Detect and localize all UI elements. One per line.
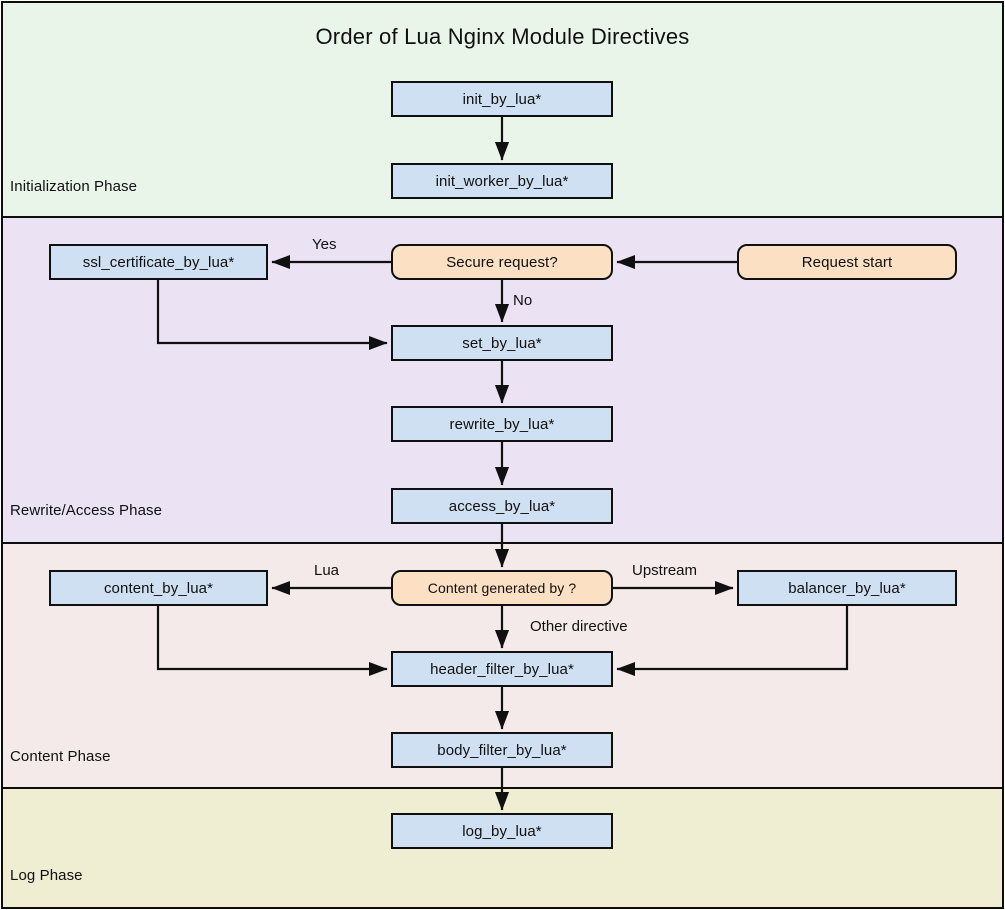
node-header_filter_by_lua[interactable]: header_filter_by_lua* (391, 651, 613, 687)
node-secure_request[interactable]: Secure request? (391, 244, 613, 280)
node-request_start[interactable]: Request start (737, 244, 957, 280)
node-content_generated_by[interactable]: Content generated by ? (391, 570, 613, 606)
node-access_by_lua[interactable]: access_by_lua* (391, 488, 613, 524)
node-rewrite_by_lua[interactable]: rewrite_by_lua* (391, 406, 613, 442)
node-label-secure_request: Secure request? (446, 253, 558, 271)
node-label-set_by_lua: set_by_lua* (462, 334, 542, 352)
node-label-init_by_lua: init_by_lua* (462, 90, 542, 108)
edge-label-label-no: No (513, 292, 533, 309)
node-ssl_certificate_by_lua[interactable]: ssl_certificate_by_lua* (49, 244, 268, 280)
node-init_worker_by_lua[interactable]: init_worker_by_lua* (391, 163, 613, 199)
phase-label-log: Log Phase (10, 867, 83, 884)
edge-label-label-lua: Lua (314, 562, 340, 579)
node-label-rewrite_by_lua: rewrite_by_lua* (449, 415, 555, 433)
node-label-content_by_lua: content_by_lua* (103, 579, 214, 597)
edge-label-label-other-directive: Other directive (530, 618, 628, 635)
node-label-init_worker_by_lua: init_worker_by_lua* (435, 172, 569, 190)
node-label-content_generated_by: Content generated by ? (427, 580, 577, 596)
node-set_by_lua[interactable]: set_by_lua* (391, 325, 613, 361)
edge-label-label-upstream: Upstream (632, 562, 698, 579)
node-label-body_filter_by_lua: body_filter_by_lua* (437, 741, 567, 759)
node-log_by_lua[interactable]: log_by_lua* (391, 813, 613, 849)
node-label-access_by_lua: access_by_lua* (448, 497, 556, 515)
node-label-ssl_certificate_by_lua: ssl_certificate_by_lua* (82, 253, 235, 271)
node-content_by_lua[interactable]: content_by_lua* (49, 570, 268, 606)
node-label-header_filter_by_lua: header_filter_by_lua* (430, 660, 574, 678)
node-label-balancer_by_lua: balancer_by_lua* (788, 579, 906, 597)
node-label-log_by_lua: log_by_lua* (462, 822, 542, 840)
node-body_filter_by_lua[interactable]: body_filter_by_lua* (391, 732, 613, 768)
node-label-request_start: Request start (801, 253, 893, 271)
diagram-title: Order of Lua Nginx Module Directives (315, 24, 690, 49)
phase-label-content: Content Phase (10, 748, 111, 765)
node-init_by_lua[interactable]: init_by_lua* (391, 81, 613, 117)
phase-label-initialization: Initialization Phase (10, 178, 138, 195)
node-balancer_by_lua[interactable]: balancer_by_lua* (737, 570, 957, 606)
phase-label-rewrite_access: Rewrite/Access Phase (10, 502, 163, 519)
edge-label-label-yes: Yes (312, 236, 337, 253)
